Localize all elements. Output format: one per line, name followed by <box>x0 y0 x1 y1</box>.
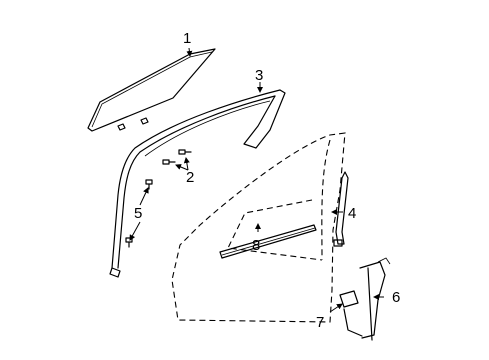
callout-2: 2 <box>186 169 194 186</box>
callout-4: 4 <box>348 205 356 222</box>
clips <box>125 179 153 248</box>
callout-8: 8 <box>252 237 260 254</box>
callout-6: 6 <box>392 289 400 306</box>
rear-channel <box>333 171 349 247</box>
belt-weatherstrip <box>219 224 317 259</box>
door-glass <box>87 48 216 132</box>
callout-1: 1 <box>183 30 191 47</box>
callout-3: 3 <box>255 67 263 84</box>
window-regulator <box>329 257 391 341</box>
glass-run-channel <box>109 89 286 278</box>
callout-7: 7 <box>316 314 324 331</box>
screws <box>162 149 192 171</box>
callout-5: 5 <box>134 205 142 222</box>
door-outline <box>171 132 346 323</box>
